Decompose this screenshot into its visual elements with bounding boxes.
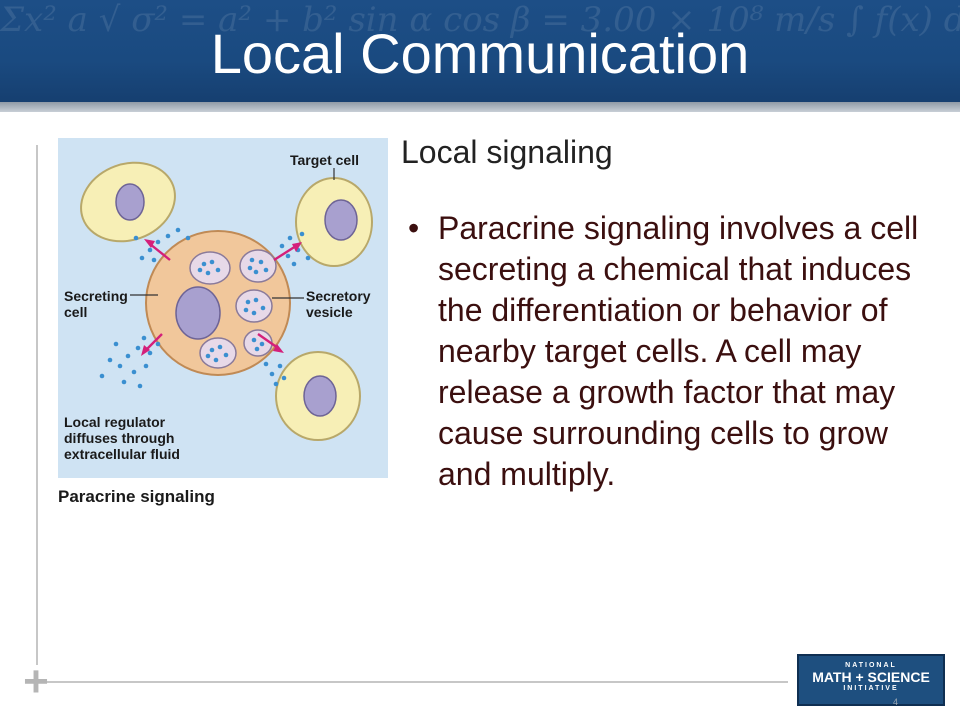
nmsi-logo: NATIONAL MATH + SCIENCE INITIATIVE — [797, 654, 945, 706]
secreting-cell — [145, 230, 291, 376]
bottom-rule-line — [38, 681, 788, 683]
label-secreting-line2: cell — [64, 304, 88, 320]
target-cell-top-right — [295, 177, 373, 267]
logo-text-national: NATIONAL — [845, 662, 897, 669]
slide-number: 4 — [893, 697, 899, 707]
figure-caption: Paracrine signaling — [58, 487, 215, 506]
logo-text-math-science: MATH + SCIENCE — [812, 669, 930, 685]
subheading: Local signaling — [401, 134, 613, 170]
target-cell-bottom-right — [275, 351, 361, 441]
label-vesicle-line2: vesicle — [306, 304, 353, 320]
slide-title: Local Communication — [210, 22, 750, 85]
label-secreting-line1: Secreting — [64, 288, 128, 304]
paracrine-diagram — [80, 161, 373, 441]
label-regulator-line1: Local regulator — [64, 414, 166, 430]
bullet-marker: • — [408, 210, 420, 246]
label-vesicle-line1: Secretory — [306, 288, 371, 304]
label-regulator-line2: diffuses through — [64, 430, 175, 446]
header-stripe — [0, 102, 960, 112]
title-banner: Σx² a √ σ² = a² + b² sin α cos β = 3.00 … — [0, 0, 960, 102]
label-regulator-line3: extracellular fluid — [64, 446, 180, 462]
label-leader-lines — [130, 168, 335, 299]
left-rule-line — [36, 145, 38, 665]
diffusion-arrows — [141, 239, 302, 356]
label-target-cell: Target cell — [290, 152, 359, 168]
extracellular-molecules — [99, 227, 311, 389]
bullet-body-text: Paracrine signaling involves a cell secr… — [438, 210, 919, 492]
logo-text-initiative: INITIATIVE — [843, 685, 899, 692]
plus-icon: + — [23, 657, 49, 706]
target-cell-top-left — [80, 161, 176, 243]
paracrine-figure: Target cell Secreting cell Secretory ves… — [58, 138, 388, 478]
